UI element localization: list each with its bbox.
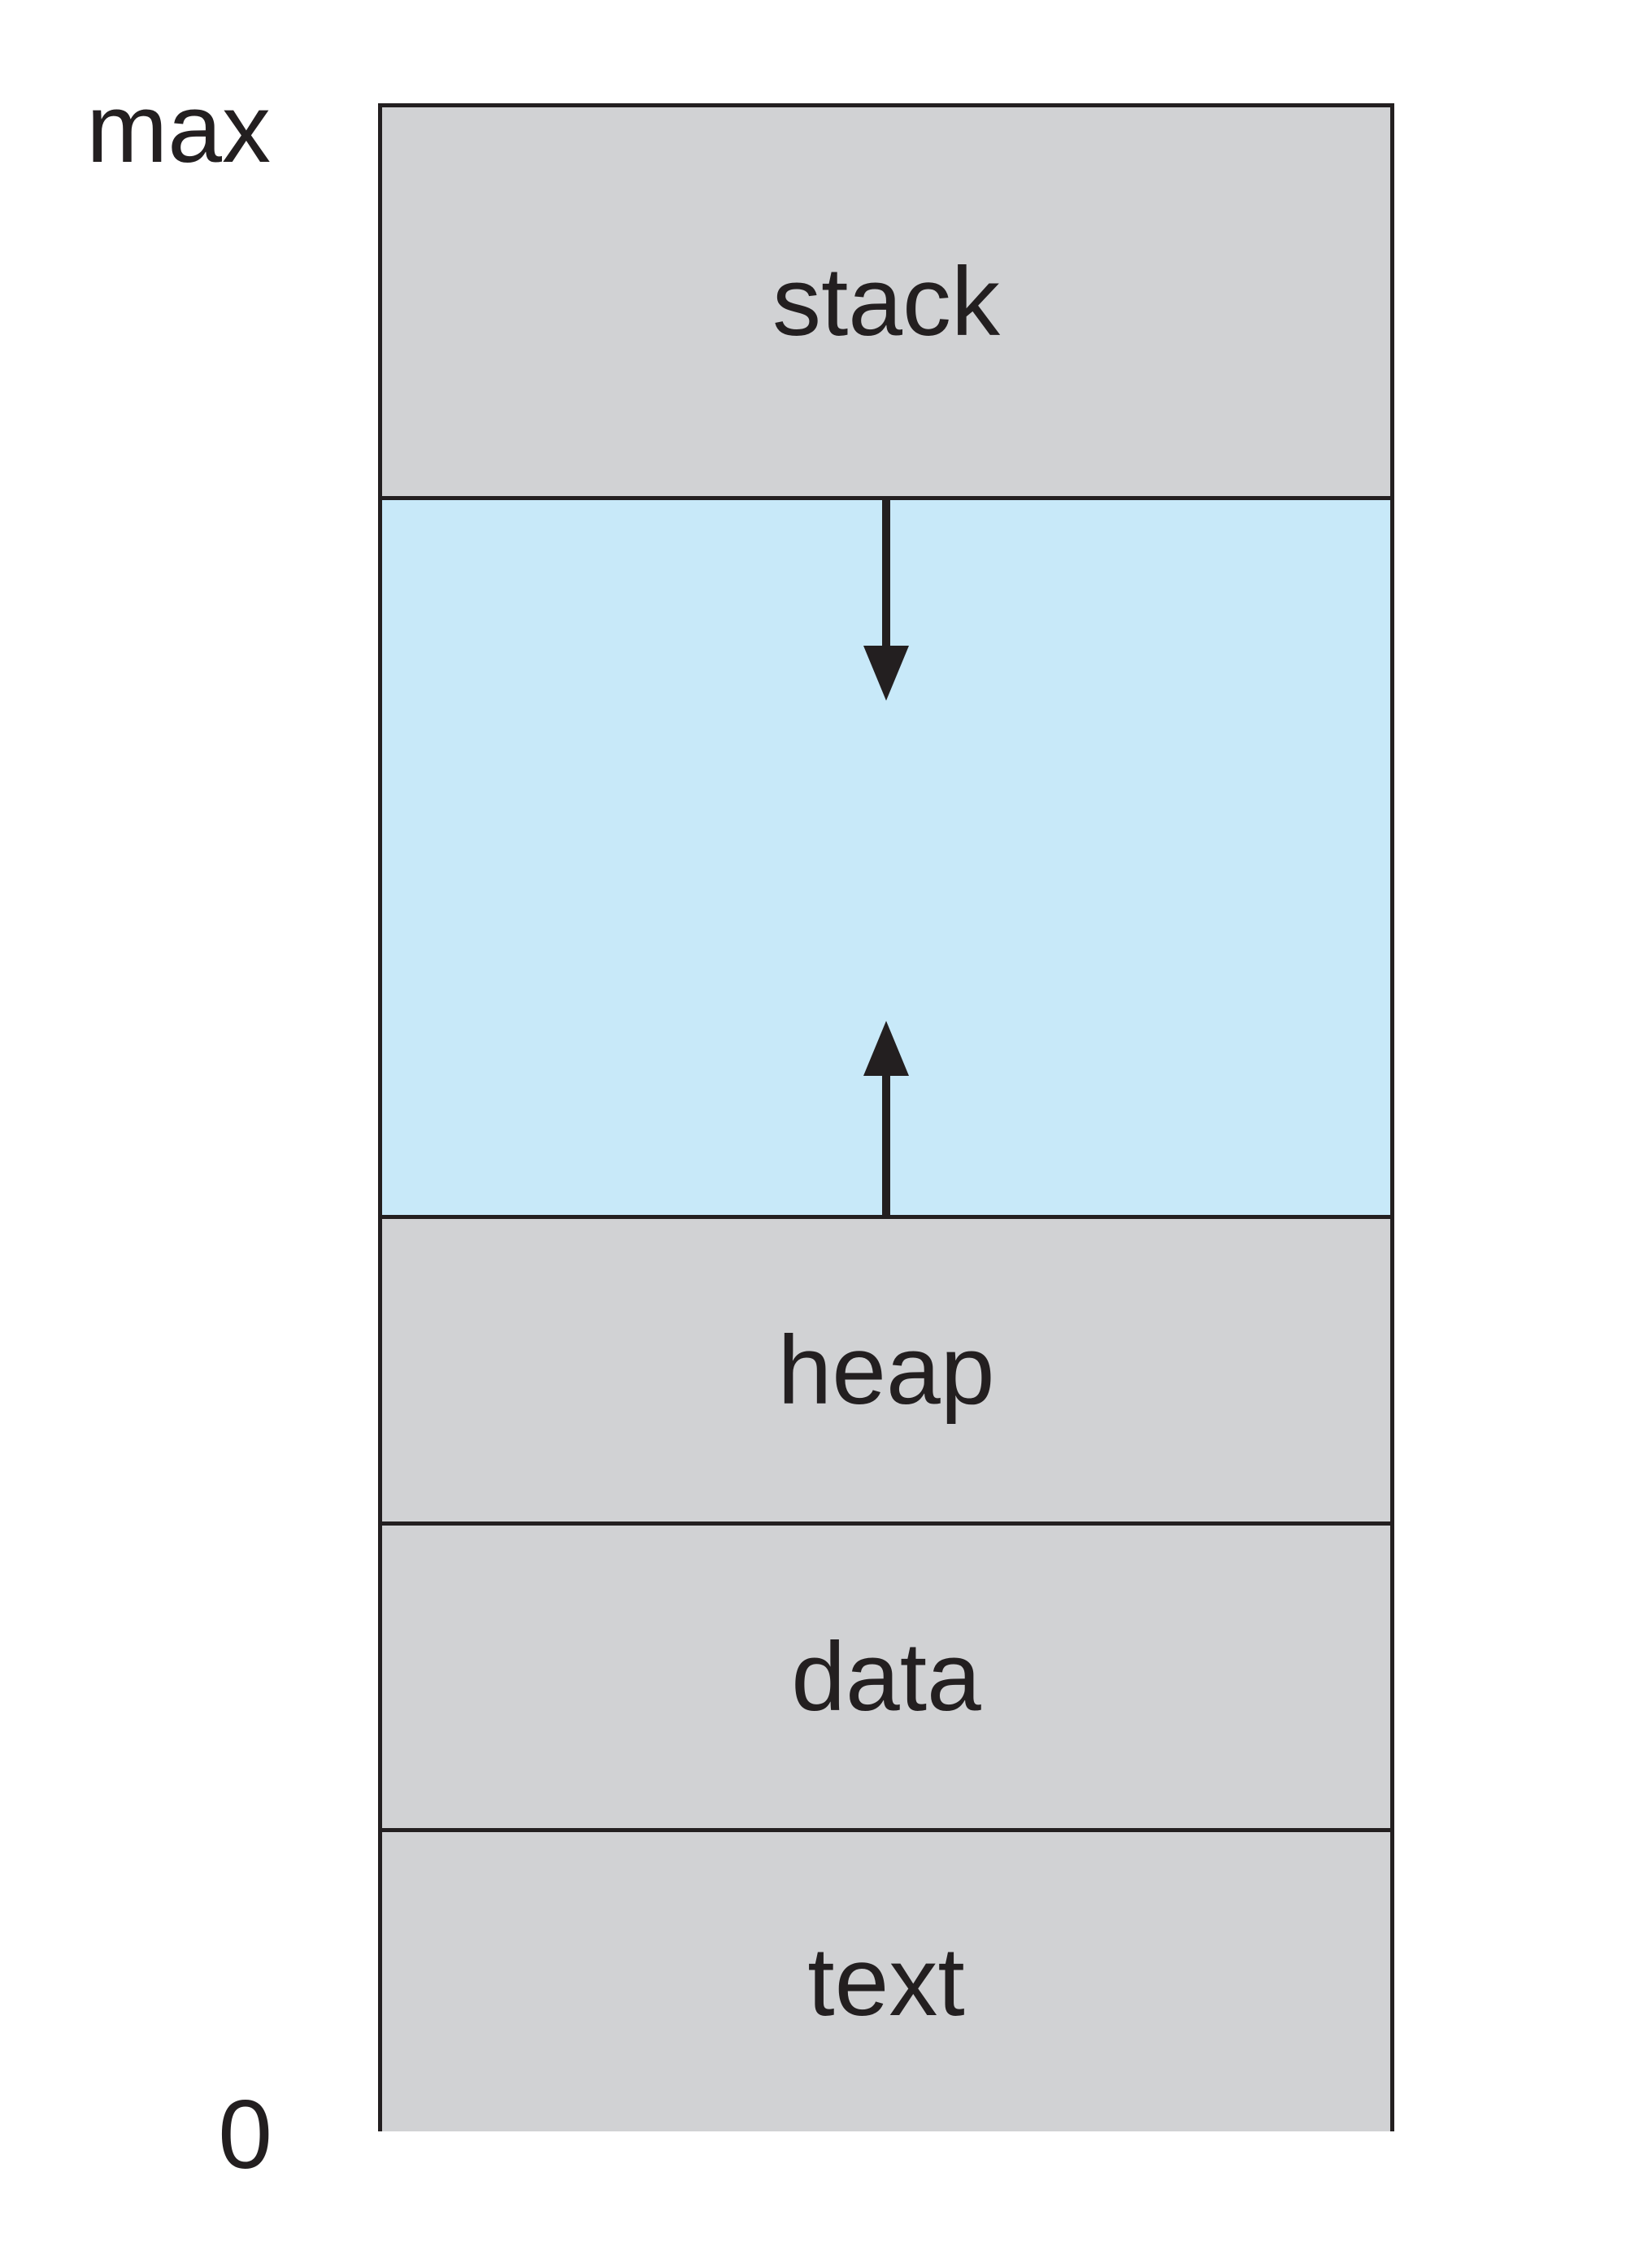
stack-label: stack bbox=[772, 247, 1001, 356]
text-segment: text bbox=[382, 1828, 1390, 2131]
data-label: data bbox=[791, 1622, 981, 1731]
address-label-max: max bbox=[86, 74, 271, 183]
stack-segment: stack bbox=[382, 107, 1390, 496]
growth-arrows bbox=[863, 500, 909, 1215]
data-segment: data bbox=[382, 1521, 1390, 1828]
text-label: text bbox=[807, 1927, 965, 2036]
process-memory-layout: stack heap data text bbox=[378, 103, 1394, 2131]
up-arrow-icon bbox=[863, 1021, 909, 1215]
heap-segment: heap bbox=[382, 1215, 1390, 1521]
address-label-zero: 0 bbox=[218, 2080, 272, 2189]
free-space-segment bbox=[382, 496, 1390, 1215]
heap-label: heap bbox=[777, 1316, 995, 1425]
down-arrow-icon bbox=[863, 500, 909, 701]
